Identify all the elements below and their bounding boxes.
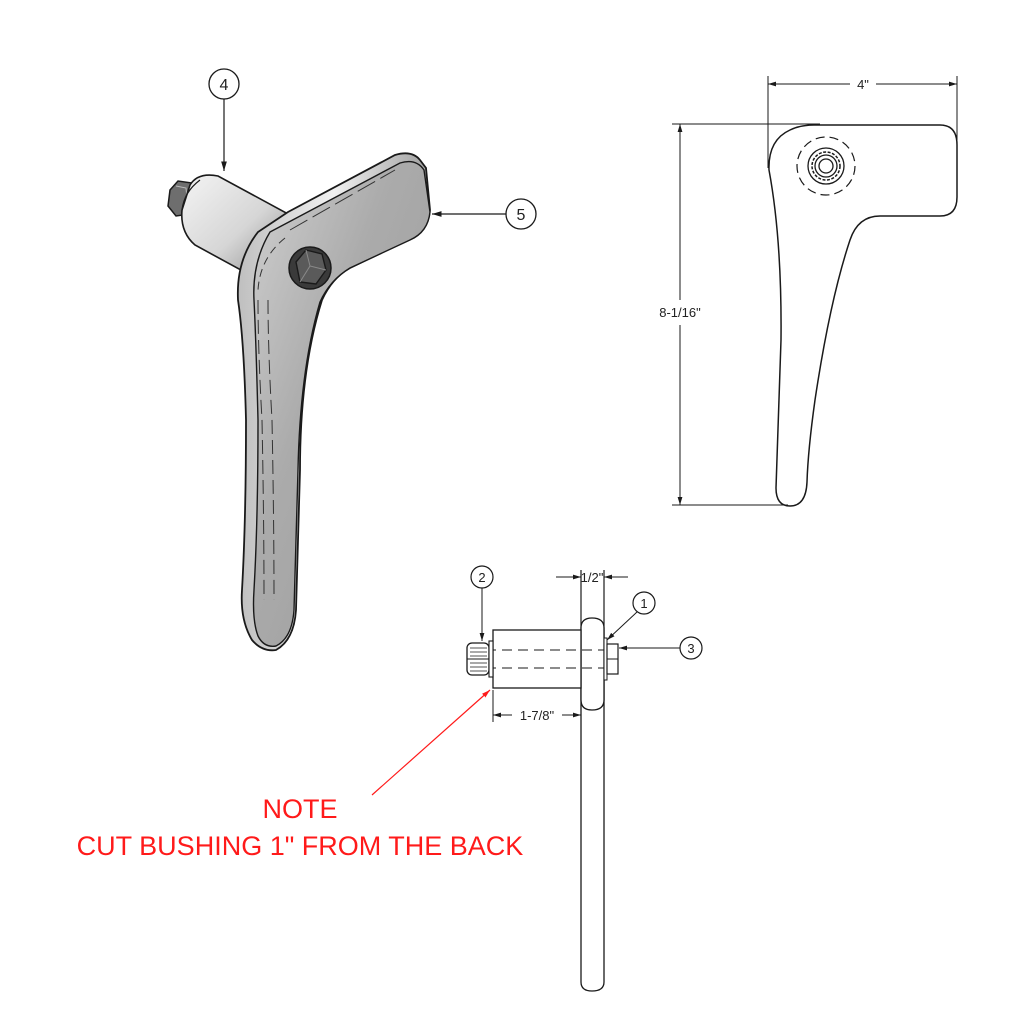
note-title: NOTE xyxy=(262,794,337,824)
balloon-1-label: 1 xyxy=(640,596,647,611)
dimension-bushing-length: 1-7/8" xyxy=(492,690,581,723)
note: NOTE CUT BUSHING 1" FROM THE BACK xyxy=(77,689,524,861)
front-view: 4" 8-1/16" xyxy=(659,76,958,507)
iso-handle xyxy=(236,152,431,652)
note-text: CUT BUSHING 1" FROM THE BACK xyxy=(77,831,524,861)
balloon-1: 1 xyxy=(606,591,656,641)
dimension-plate-thickness-label: 1/2" xyxy=(581,570,604,585)
dimension-plate-thickness: 1/2" xyxy=(556,570,628,585)
note-leader xyxy=(371,689,491,796)
dimension-width-label: 4" xyxy=(857,77,869,92)
balloon-2: 2 xyxy=(470,565,494,641)
dimension-bushing-length-label: 1-7/8" xyxy=(520,708,555,723)
front-bolt xyxy=(796,136,856,196)
side-boss xyxy=(580,617,605,711)
balloon-4-label: 4 xyxy=(220,77,229,94)
side-bolt-head xyxy=(603,637,619,681)
isometric-view: 4 5 xyxy=(167,68,537,652)
iso-bolt-head xyxy=(288,246,332,290)
balloon-2-label: 2 xyxy=(478,570,485,585)
side-nut xyxy=(466,640,494,678)
balloon-5-label: 5 xyxy=(517,207,526,224)
dimension-height-label: 8-1/16" xyxy=(659,305,701,320)
balloon-3: 3 xyxy=(619,636,703,660)
side-bushing xyxy=(492,629,582,689)
balloon-5: 5 xyxy=(432,198,537,230)
dimension-width: 4" xyxy=(767,76,958,168)
side-handle-bar xyxy=(580,630,605,992)
front-handle-outline xyxy=(768,124,958,507)
balloon-4: 4 xyxy=(208,68,240,171)
side-view: 1/2" 1-7/8" 2 1 3 xyxy=(466,565,703,992)
balloon-3-label: 3 xyxy=(687,641,694,656)
dimension-height: 8-1/16" xyxy=(659,123,820,506)
